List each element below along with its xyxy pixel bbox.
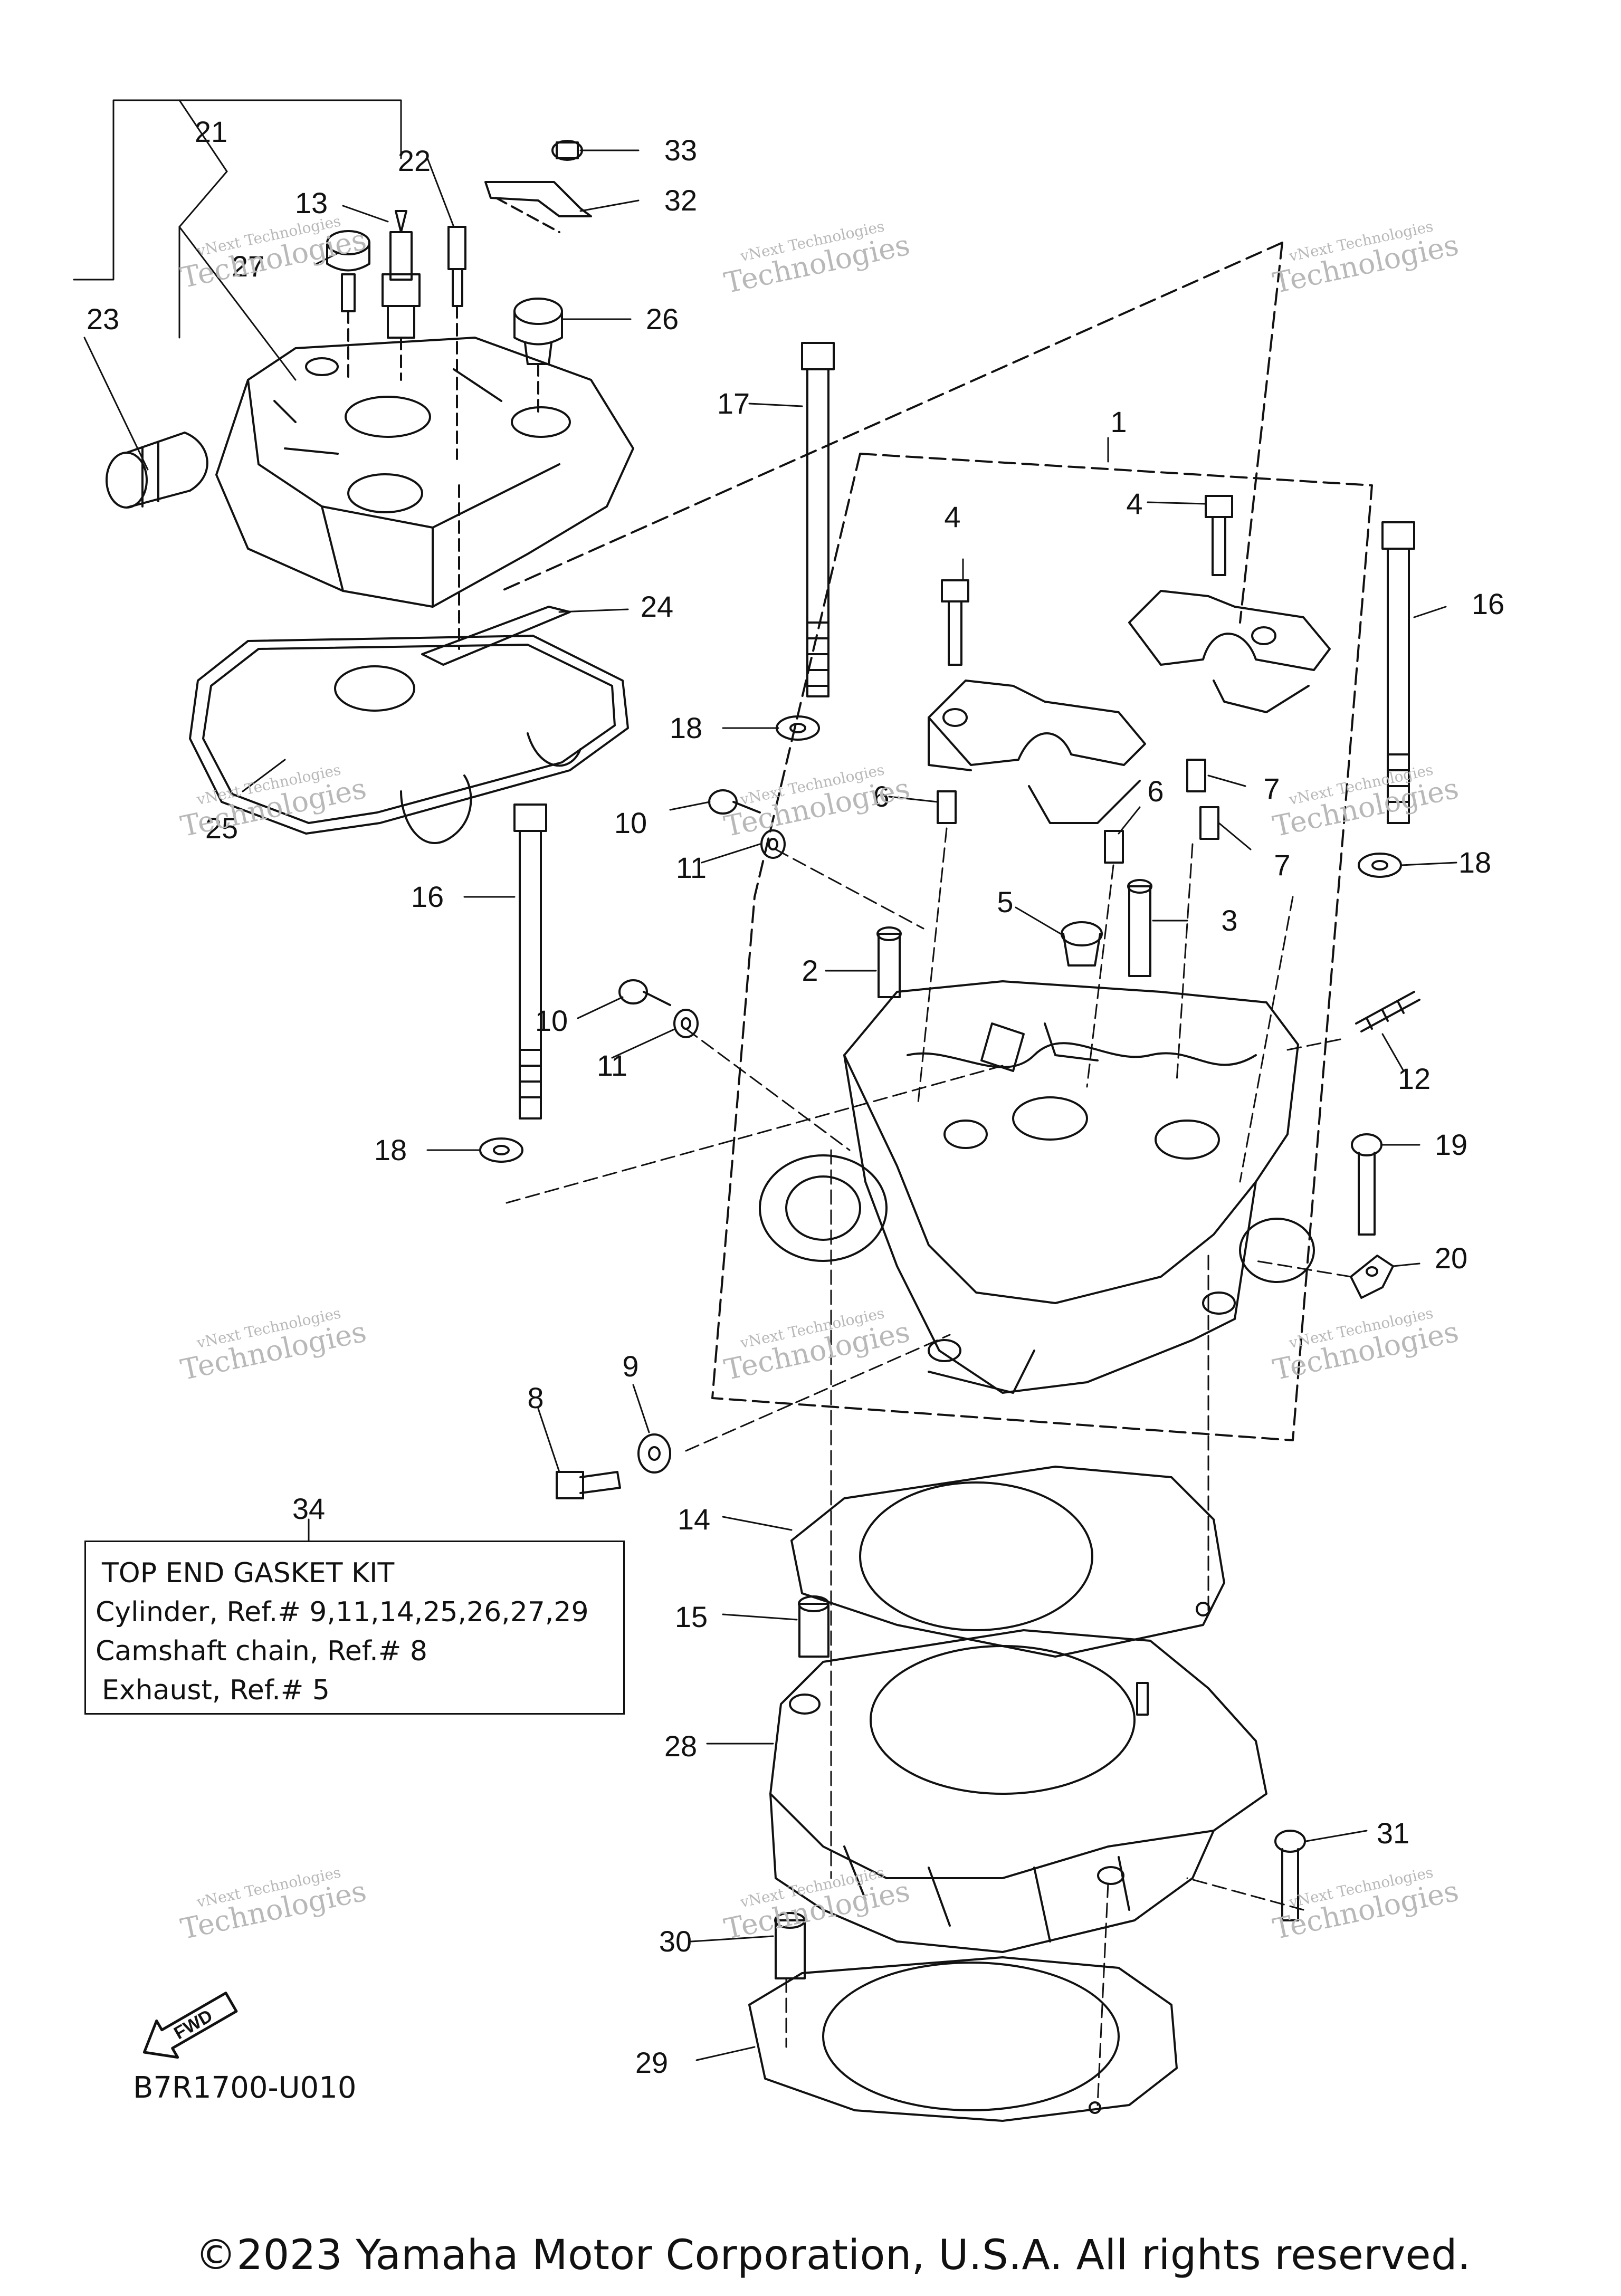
callout-25: 25 <box>205 811 239 845</box>
washers-18 <box>479 715 1402 1163</box>
callout-9: 9 <box>622 1350 639 1383</box>
washer-9 <box>637 1433 671 1474</box>
callout-14: 14 <box>677 1503 711 1536</box>
stud-17 <box>801 342 835 697</box>
stud-16-right <box>1381 521 1415 824</box>
callout-19: 19 <box>1434 1128 1468 1161</box>
callout-17: 17 <box>717 387 750 420</box>
gasket-kit-line-cylinder: Cylinder, Ref.# 9,11,14,25,26,27,29 <box>96 1596 589 1628</box>
callout-4b: 4 <box>1126 487 1143 520</box>
callout-8: 8 <box>527 1381 544 1414</box>
cylinder-head <box>759 980 1315 1394</box>
callout-20: 20 <box>1434 1241 1468 1275</box>
callout-4a: 4 <box>944 500 961 533</box>
callout-7b: 7 <box>1274 848 1291 882</box>
callout-18c: 18 <box>374 1133 407 1166</box>
callout-15: 15 <box>674 1600 708 1633</box>
gasket-kit-line-exhaust: Exhaust, Ref.# 5 <box>102 1675 330 1706</box>
callout-18a: 18 <box>669 711 703 744</box>
gasket-kit-box: TOP END GASKET KIT Cylinder, Ref.# 9,11,… <box>84 1541 625 1715</box>
callout-34: 34 <box>292 1492 326 1525</box>
base-gasket <box>748 1956 1178 2122</box>
callout-30: 30 <box>659 1925 692 1958</box>
callout-24: 24 <box>640 590 674 623</box>
alignment-lines <box>506 827 1352 2106</box>
stud-16-left <box>513 803 547 1120</box>
callout-33: 33 <box>664 133 698 167</box>
callout-27: 27 <box>231 250 265 283</box>
bolt-27 <box>326 230 370 381</box>
callout-11b: 11 <box>596 1049 628 1082</box>
callout-13: 13 <box>294 186 328 219</box>
gasket-kit-line-camshaft-chain: Camshaft chain, Ref.# 8 <box>96 1635 427 1667</box>
callout-11a: 11 <box>675 851 707 884</box>
callout-7a: 7 <box>1263 772 1280 805</box>
callout-3: 3 <box>1221 904 1238 937</box>
camshaft-cap-right <box>1128 495 1331 713</box>
dowel-30 <box>774 1912 806 1979</box>
cylinder <box>769 1629 1267 1953</box>
forward-arrow-icon: FWD <box>142 1992 238 2059</box>
callout-18b: 18 <box>1458 846 1492 879</box>
head-gasket <box>790 1466 1225 1658</box>
callout-16a: 16 <box>1471 587 1505 620</box>
callout-22: 22 <box>397 144 431 177</box>
callout-12: 12 <box>1397 1062 1431 1095</box>
bracket-32 <box>484 140 592 233</box>
callout-28: 28 <box>664 1729 698 1763</box>
copyright-notice: ©2023 Yamaha Motor Corporation, U.S.A. A… <box>195 2232 1471 2279</box>
callout-16b: 16 <box>411 880 444 913</box>
callout-2: 2 <box>802 954 818 987</box>
bolt-19 <box>1351 1133 1382 1236</box>
callout-1: 1 <box>1110 405 1127 438</box>
bolt-22 <box>447 226 466 460</box>
valve-cover-gasket <box>189 635 629 844</box>
callout-32: 32 <box>664 184 698 217</box>
diagram-code: B7R1700-U010 <box>133 2071 357 2105</box>
callout-6a: 6 <box>873 780 890 813</box>
valve-guides <box>876 879 1152 998</box>
callout-29: 29 <box>635 2046 669 2079</box>
dowel-15 <box>798 1595 829 1658</box>
callout-10a: 10 <box>614 806 647 839</box>
leader-lines <box>73 99 1457 2061</box>
valve-cover <box>215 337 634 608</box>
bolt-31 <box>1274 1830 1306 1921</box>
callout-5: 5 <box>997 885 1014 919</box>
breather-pipe <box>106 432 208 509</box>
stud-12 <box>1355 991 1420 1032</box>
camshaft-cap-left <box>928 579 1146 824</box>
grommet-26 <box>513 298 563 413</box>
callout-26: 26 <box>645 302 679 336</box>
callout-23: 23 <box>86 302 120 336</box>
callout-31: 31 <box>1376 1816 1410 1850</box>
gasket-kit-title: TOP END GASKET KIT <box>102 1557 395 1589</box>
spark-plug <box>382 210 421 381</box>
dowel-pins <box>937 759 1219 864</box>
callout-10b: 10 <box>535 1004 568 1037</box>
cylinder-head-group-outline <box>500 242 1373 1441</box>
callout-6b: 6 <box>1147 774 1164 808</box>
clip-20 <box>1350 1255 1394 1299</box>
callout-21: 21 <box>194 115 228 148</box>
bolt-8 <box>556 1471 621 1499</box>
